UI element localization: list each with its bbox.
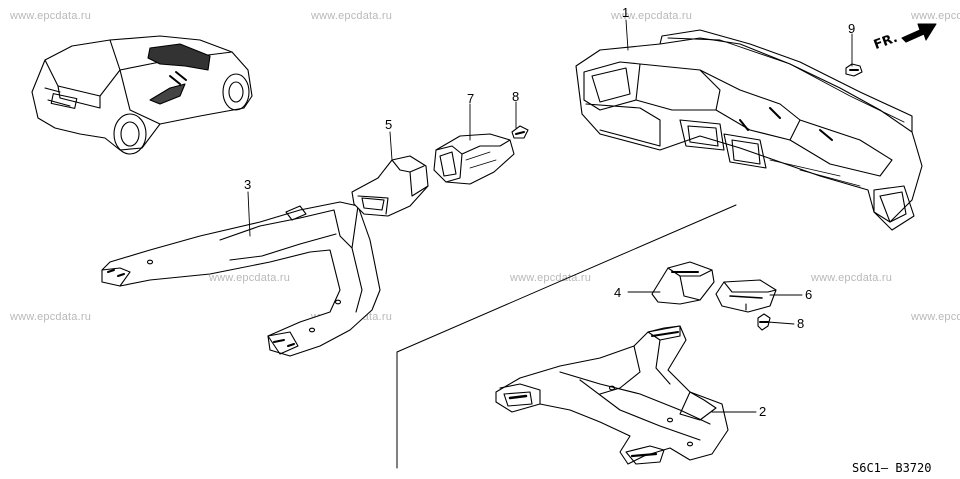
clip-9 xyxy=(845,63,863,77)
floor-duct-front xyxy=(101,201,381,357)
callout-part-4: 4 xyxy=(614,285,622,300)
callout-part-1: 1 xyxy=(622,5,630,20)
diagram-code: S6C1— B3720 xyxy=(852,461,932,475)
watermark: www.epcdata.ru xyxy=(510,272,592,284)
callout-part-8: 8 xyxy=(512,89,520,104)
callout-part-8: 8 xyxy=(797,316,805,331)
watermark: www.epcdata.ru xyxy=(611,10,693,22)
callout-part-9: 9 xyxy=(848,21,856,36)
dash-panel-duct xyxy=(575,29,923,231)
watermark: www.epcdata.ru xyxy=(911,311,960,323)
leader-lines xyxy=(247,19,853,413)
callout-part-2: 2 xyxy=(759,404,767,419)
duct-joint-4 xyxy=(651,261,715,305)
clip-8-lower xyxy=(757,313,771,331)
clip-8-upper xyxy=(511,125,529,139)
watermark: www.epcdata.ru xyxy=(811,272,893,284)
callout-part-5: 5 xyxy=(385,117,393,132)
callout-part-7: 7 xyxy=(467,91,475,106)
front-direction-arrow xyxy=(901,23,937,43)
watermark: www.epcdata.ru xyxy=(911,10,960,22)
callout-part-3: 3 xyxy=(244,177,252,192)
floor-duct-rear xyxy=(495,325,729,465)
watermark: www.epcdata.ru xyxy=(311,10,393,22)
duct-joint-5 xyxy=(351,155,429,217)
duct-joint-6 xyxy=(715,279,777,313)
section-separator xyxy=(396,204,737,469)
car-outline xyxy=(31,35,253,155)
callout-part-6: 6 xyxy=(805,287,813,302)
watermark: www.epcdata.ru xyxy=(10,311,92,323)
duct-joint-7 xyxy=(433,133,515,185)
watermark: www.epcdata.ru xyxy=(10,10,92,22)
watermark: www.epcdata.ru xyxy=(209,272,291,284)
